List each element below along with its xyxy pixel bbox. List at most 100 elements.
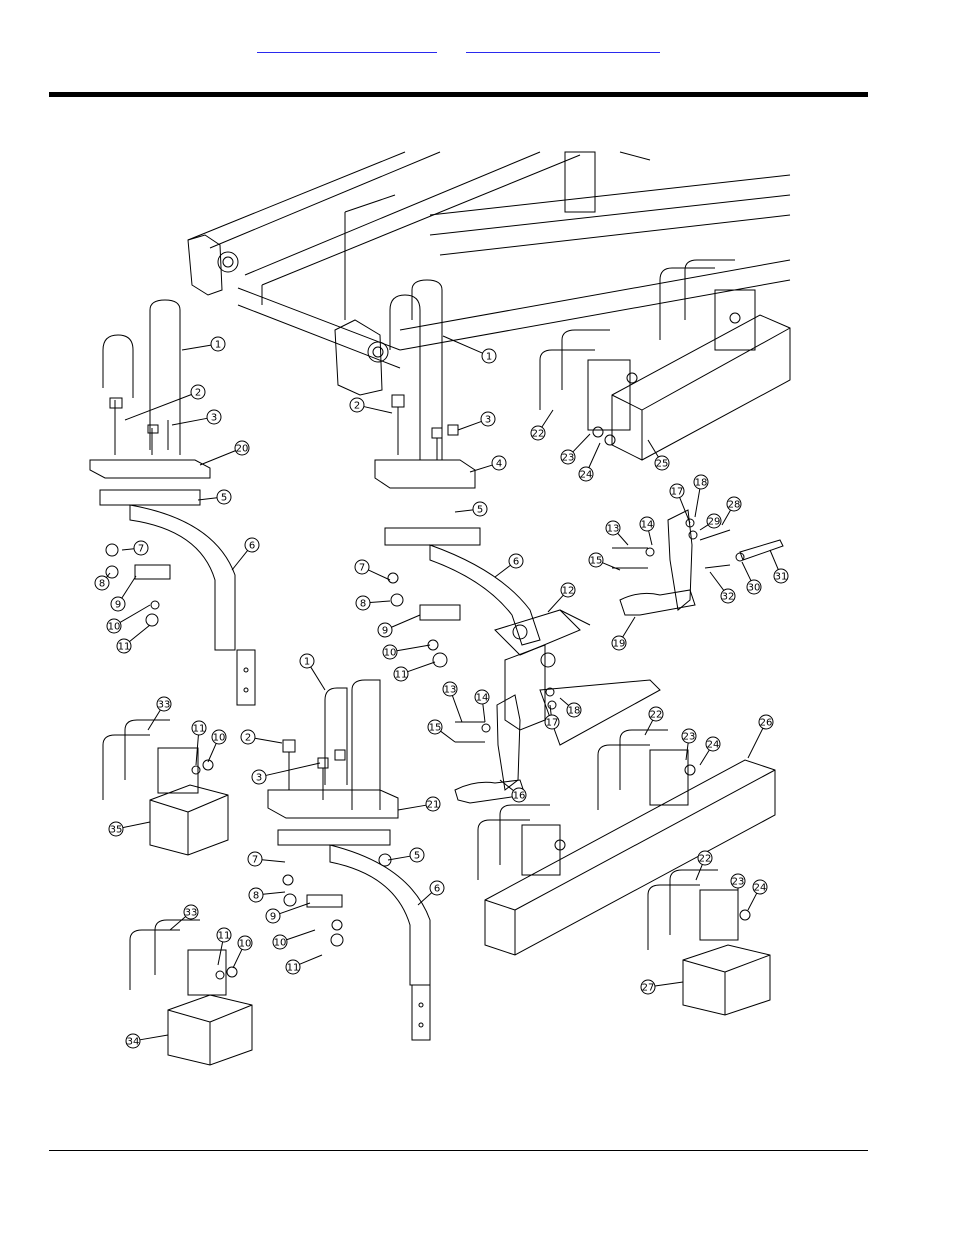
callout-number: 33 (185, 908, 198, 919)
callout-number: 2 (195, 388, 201, 399)
callout-c9a: 9 (111, 576, 136, 611)
callout-leader (700, 750, 709, 765)
callout-leader (280, 903, 310, 914)
callout-number: 14 (641, 520, 654, 531)
callout-leader (408, 662, 435, 672)
callout-number: 9 (382, 626, 388, 637)
callout-number: 10 (239, 939, 252, 950)
callout-leader (170, 917, 186, 930)
callout-number: 5 (221, 493, 227, 504)
callout-c1a: 1 (182, 337, 225, 351)
callout-leader (452, 696, 462, 722)
callout-number: 4 (496, 459, 502, 470)
callout-leader (182, 345, 211, 350)
callout-c24c: 24 (748, 880, 767, 910)
callout-number: 27 (642, 983, 655, 994)
callout-c23a: 23 (561, 434, 590, 464)
footer-rule (49, 1150, 868, 1151)
callout-c13a: 13 (606, 521, 628, 545)
callout-number: 22 (650, 710, 663, 721)
small-shank-assembly (612, 510, 783, 615)
callout-leader (560, 698, 569, 705)
callout-number: 21 (427, 800, 440, 811)
callout-number: 26 (760, 718, 773, 729)
callout-c24a: 24 (579, 443, 600, 481)
header-links (0, 36, 954, 56)
callout-number: 9 (115, 600, 121, 611)
callout-number: 8 (253, 891, 259, 902)
callout-leader (364, 407, 392, 413)
callout-c22a: 22 (531, 410, 553, 440)
header-link-2[interactable] (466, 36, 660, 53)
callout-leader (695, 489, 700, 517)
callout-number: 3 (256, 773, 262, 784)
callout-leader (548, 595, 563, 612)
callout-number: 2 (245, 733, 251, 744)
callout-number: 23 (683, 732, 696, 743)
callout-number: 10 (384, 648, 397, 659)
callout-number: 9 (270, 912, 276, 923)
callout-number: 13 (444, 685, 457, 696)
callout-number: 17 (671, 487, 684, 498)
callout-number: 11 (193, 724, 206, 735)
callout-leader (122, 549, 134, 550)
callout-c18b: 18 (560, 698, 581, 717)
callout-leader (696, 864, 702, 880)
callout-c8b: 8 (356, 596, 390, 610)
callout-number: 15 (429, 723, 442, 734)
callout-number: 18 (568, 706, 581, 717)
callout-number: 22 (532, 429, 545, 440)
callout-number: 24 (707, 740, 720, 751)
callout-leader (266, 763, 320, 775)
callout-c9b: 9 (378, 615, 420, 637)
callout-number: 28 (728, 500, 741, 511)
callout-leader (710, 572, 724, 590)
callout-number: 5 (414, 851, 420, 862)
callout-number: 19 (613, 639, 626, 650)
callout-leader (397, 645, 430, 651)
callout-c2b: 2 (350, 398, 392, 413)
callout-number: 3 (211, 413, 217, 424)
callout-number: 12 (562, 586, 575, 597)
callout-number: 10 (108, 622, 121, 633)
callout-number: 32 (722, 592, 735, 603)
callout-number: 23 (562, 453, 575, 464)
callout-number: 31 (775, 572, 788, 583)
callout-c10c: 10 (208, 730, 226, 762)
callout-leader (748, 728, 763, 758)
callout-leader (550, 705, 551, 715)
callout-c7b: 7 (355, 560, 390, 580)
callout-leader (125, 395, 191, 420)
callout-c1b: 1 (443, 336, 496, 363)
callout-leader (655, 982, 683, 986)
callout-c20: 20 (200, 441, 249, 465)
callout-number: 7 (138, 544, 144, 555)
callout-leader (255, 738, 282, 743)
callout-c15a: 15 (589, 553, 620, 570)
callout-number: 10 (213, 733, 226, 744)
lower-right-clamp (648, 870, 770, 1015)
callout-leader (129, 625, 150, 642)
callout-c18a: 18 (694, 475, 708, 517)
callout-c19: 19 (612, 617, 635, 650)
callout-c5c: 5 (388, 848, 424, 862)
long-lower-bar (478, 730, 775, 955)
callout-c8c: 8 (249, 888, 285, 902)
callout-c2a: 2 (125, 385, 205, 420)
callout-c34: 34 (126, 1034, 168, 1048)
callout-c28: 28 (722, 497, 741, 525)
callout-leader (287, 930, 315, 940)
callout-number: 23 (732, 877, 745, 888)
callout-c12: 12 (548, 583, 575, 612)
callout-leader (398, 805, 426, 810)
callout-c8a: 8 (95, 573, 110, 590)
callout-number: 5 (477, 505, 483, 516)
callout-number: 18 (695, 478, 708, 489)
callout-leader (418, 893, 432, 905)
callout-number: 8 (360, 599, 366, 610)
header-link-1[interactable] (257, 36, 437, 53)
callout-leader (311, 667, 325, 690)
callout-c11c: 11 (192, 721, 206, 765)
callout-c11d: 11 (286, 955, 322, 974)
callout-leader (722, 510, 731, 525)
